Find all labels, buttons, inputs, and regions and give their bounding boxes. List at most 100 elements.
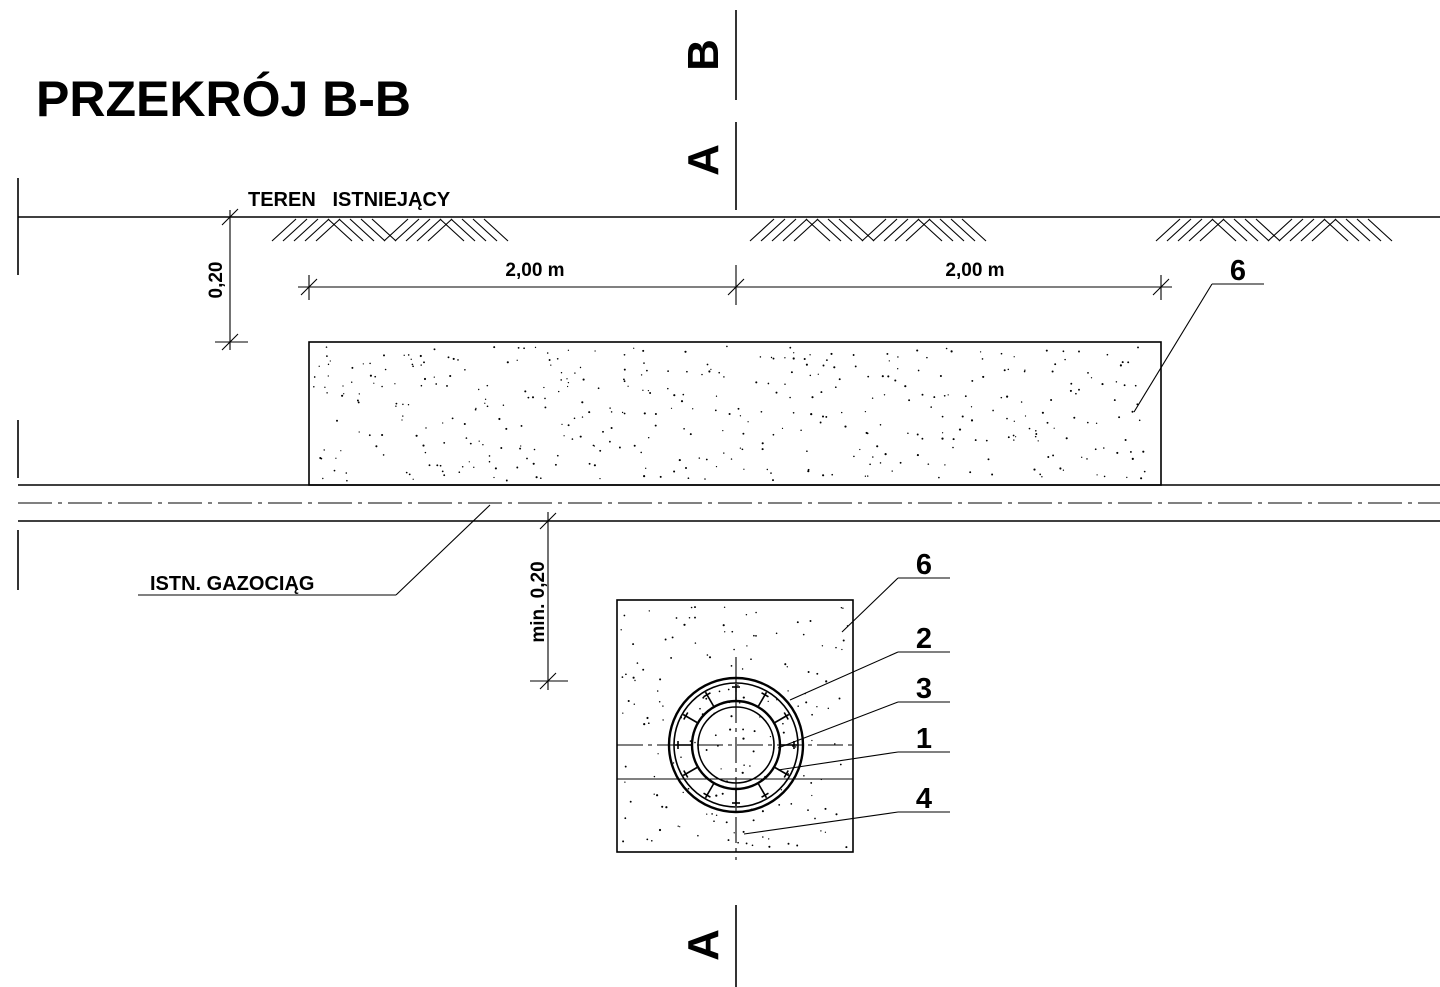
concrete-dot [761, 442, 764, 445]
concrete-dot [623, 380, 626, 383]
concrete-dot [623, 614, 626, 617]
concrete-dot [1081, 456, 1083, 458]
concrete-dot [516, 359, 518, 361]
concrete-dot [633, 347, 635, 349]
concrete-dot [484, 398, 487, 400]
concrete-dot [632, 676, 635, 679]
concrete-dot [1006, 417, 1008, 420]
concrete-dot [524, 390, 527, 393]
concrete-dot [787, 842, 790, 845]
concrete-dot [1070, 382, 1073, 385]
concrete-dot [810, 413, 813, 416]
concrete-dot [647, 389, 650, 392]
concrete-dot [687, 477, 690, 480]
concrete-dot [420, 364, 422, 366]
concrete-dot [670, 656, 673, 659]
concrete-dot [728, 412, 731, 416]
terrain-hatch [1155, 218, 1393, 242]
concrete-dot [340, 450, 342, 452]
concrete-dot [687, 787, 690, 790]
concrete-dot [766, 468, 769, 471]
concrete-dot [938, 476, 940, 479]
concrete-dot [737, 407, 740, 410]
concrete-dot [621, 411, 624, 414]
concrete-dot [381, 433, 384, 437]
concrete-dot [733, 648, 735, 651]
concrete-dot [383, 354, 385, 357]
concrete-dot [1062, 350, 1065, 353]
span-dim-tick-mid [727, 278, 745, 296]
concrete-dot [567, 349, 570, 351]
concrete-dot [835, 646, 837, 649]
concrete-dot [1046, 421, 1049, 424]
concrete-dot [419, 354, 422, 358]
concrete-dot [333, 469, 336, 472]
depth-dim-label: 0,20 [206, 262, 227, 299]
concrete-dot [1127, 361, 1130, 364]
concrete-dot [865, 431, 868, 434]
concrete-dot [621, 676, 624, 678]
concrete-dot [502, 404, 505, 406]
concrete-dot [408, 473, 411, 476]
concrete-dot [721, 792, 724, 795]
hatch-stroke [827, 218, 853, 242]
terrain-hatch [271, 218, 509, 242]
casing-pipe-inner [673, 682, 799, 808]
concrete-dot [574, 372, 576, 374]
concrete-dot [810, 781, 813, 784]
concrete-dot [794, 746, 797, 748]
concrete-dot [544, 397, 546, 400]
concrete-dot [733, 832, 735, 834]
concrete-dot [649, 392, 652, 394]
concrete-dot [677, 825, 679, 827]
concrete-dot [1131, 410, 1134, 413]
concrete-dot [715, 395, 718, 397]
concrete-dot [1103, 475, 1106, 478]
concrete-dot [358, 393, 360, 395]
concrete-dot [809, 374, 812, 377]
concrete-dot [411, 363, 414, 366]
concrete-dot [969, 471, 972, 474]
hatch-stroke [849, 218, 875, 242]
concrete-dot [726, 345, 728, 348]
concrete-dot [1131, 457, 1134, 460]
concrete-dot [535, 476, 538, 479]
concrete-dot [488, 455, 491, 457]
concrete-dot [566, 385, 569, 388]
concrete-dot [760, 410, 763, 413]
concrete-dot [679, 826, 681, 828]
concrete-dot [729, 728, 732, 731]
concrete-dot [486, 405, 489, 408]
concrete-dot [645, 467, 647, 469]
terrain-label: TEREN ISTNIEJĄCY [248, 189, 451, 211]
concrete-dot [640, 374, 643, 376]
concrete-dot [770, 472, 772, 474]
hatch-stroke [1177, 218, 1203, 242]
concrete-dot [708, 370, 711, 373]
concrete-dot [1143, 470, 1146, 473]
concrete-dot [883, 394, 886, 396]
concrete-dot [1140, 477, 1143, 480]
hatch-stroke [950, 218, 976, 242]
concrete-dot [979, 351, 982, 353]
concrete-dot [879, 462, 882, 464]
concrete-dot [624, 765, 627, 768]
concrete-dot [519, 447, 522, 450]
concrete-dot [805, 701, 808, 704]
concrete-dot [755, 635, 757, 637]
concrete-dot [581, 401, 584, 404]
concrete-dot [523, 347, 525, 350]
concrete-dot [588, 462, 591, 465]
hatch-stroke [1244, 218, 1270, 242]
concrete-dot [970, 406, 973, 408]
concrete-dot [784, 663, 787, 666]
concrete-dot [745, 613, 748, 616]
concrete-dot [539, 477, 542, 480]
hatch-stroke [1367, 218, 1393, 242]
concrete-dot [817, 373, 819, 375]
concrete-dot [657, 753, 659, 755]
concrete-dot [435, 383, 438, 385]
concrete-dot [887, 375, 890, 378]
hatch-stroke [905, 218, 931, 242]
concrete-dot [520, 445, 522, 447]
